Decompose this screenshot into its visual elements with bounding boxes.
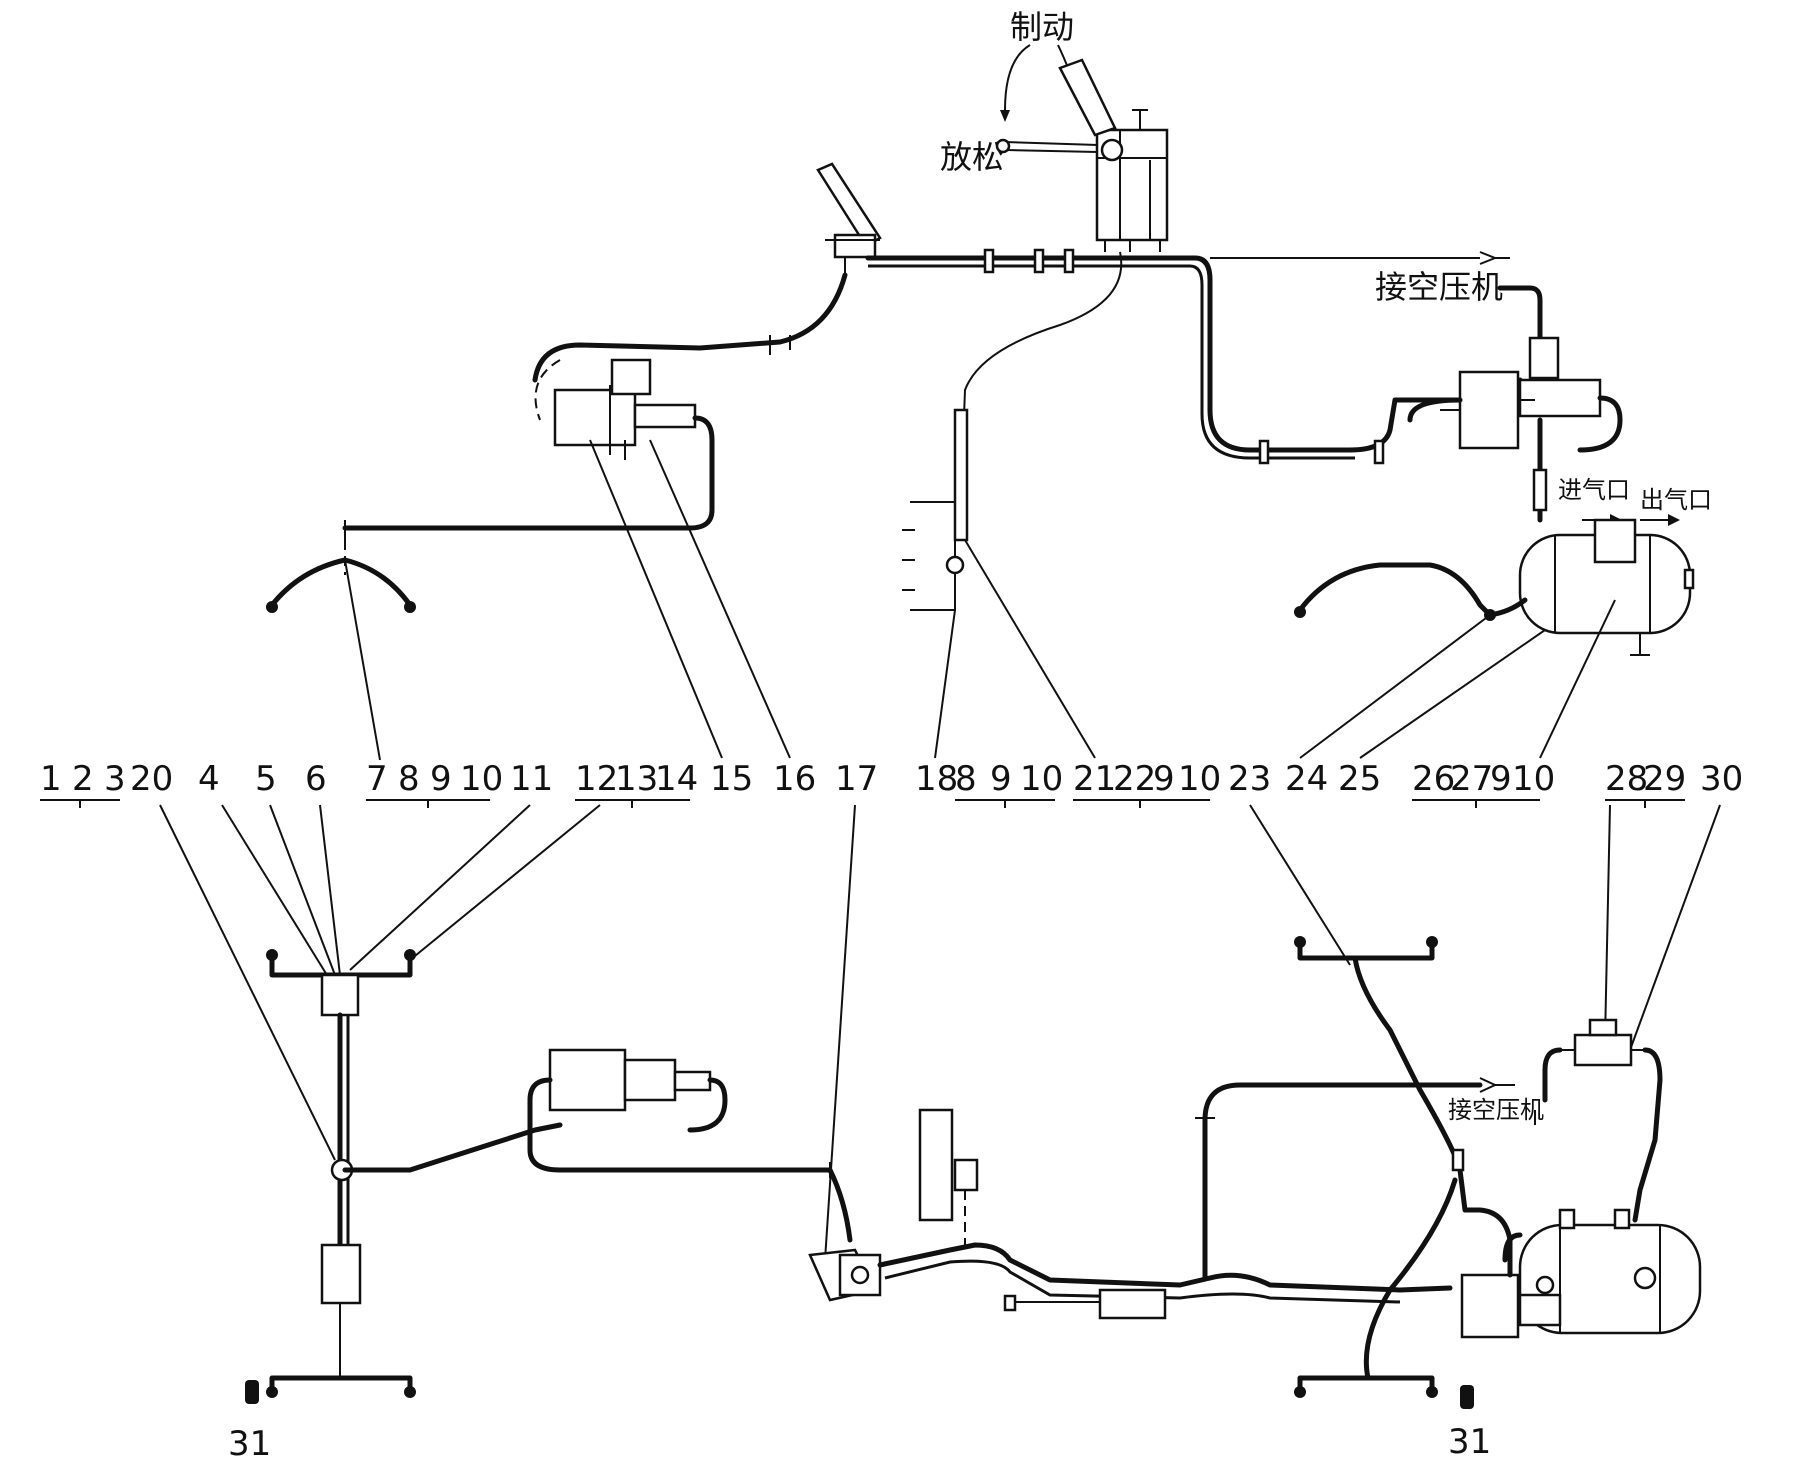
- leader-lines-bottom: [159, 804, 1721, 1261]
- callout-10c: 10: [1178, 759, 1221, 799]
- callout-4: 4: [198, 759, 220, 799]
- front-chamber-top-left: [553, 358, 697, 460]
- hand-brake-valve: [995, 58, 1169, 252]
- callout-7: 7: [366, 759, 388, 799]
- quick-release-valve: [1098, 1288, 1167, 1320]
- callout-brackets: [40, 799, 1685, 808]
- drain-plug-right: [1460, 1385, 1474, 1409]
- callout-30: 30: [1700, 759, 1743, 799]
- callout-25: 25: [1338, 759, 1381, 799]
- callout-9d: 9: [1490, 759, 1512, 799]
- callout-31-left: 31: [228, 1424, 271, 1463]
- callout-18: 18: [915, 759, 958, 799]
- callout-22: 22: [1113, 759, 1156, 799]
- callout-12: 12: [575, 759, 618, 799]
- relay-valve-top-right: [1440, 336, 1602, 450]
- callout-9c: 9: [1153, 759, 1175, 799]
- callout-8: 8: [398, 759, 420, 799]
- callout-29: 29: [1643, 759, 1686, 799]
- four-circuit-protection-valve: [1560, 1018, 1645, 1067]
- callout-3: 3: [104, 759, 126, 799]
- front-chamber-bottom: [548, 1048, 712, 1112]
- to-compressor-bottom-label: 接空压机: [1448, 1096, 1544, 1124]
- rear-axle-valve-left: [320, 1243, 362, 1305]
- callout-10b: 10: [1020, 759, 1063, 799]
- callout-14: 14: [655, 759, 698, 799]
- callout-21: 21: [1073, 759, 1116, 799]
- outlet-label: 出气口: [1640, 486, 1712, 514]
- front-axle-bottom: [269, 957, 413, 978]
- handbrake-cable: [953, 408, 969, 542]
- callout-15: 15: [710, 759, 753, 799]
- to-compressor-top-label: 接空压机: [1375, 268, 1503, 306]
- front-axle-valve: [320, 973, 360, 1017]
- callout-24: 24: [1285, 759, 1328, 799]
- leader-lines-top: [344, 439, 1616, 761]
- callout-20: 20: [130, 759, 173, 799]
- callout-23: 23: [1228, 759, 1271, 799]
- release-label: 放松: [940, 138, 1004, 176]
- callout-28: 28: [1605, 759, 1648, 799]
- brake-arrow: [1004, 44, 1031, 111]
- callout-27: 27: [1450, 759, 1493, 799]
- callout-2: 2: [72, 759, 94, 799]
- callout-6: 6: [305, 759, 327, 799]
- relay-valve-bottom-right: [1460, 1273, 1562, 1339]
- callout-10d: 10: [1512, 759, 1555, 799]
- callout-13: 13: [615, 759, 658, 799]
- handbrake-valve-bottom: [918, 1108, 954, 1222]
- foot-brake-valve-bottom: [808, 1248, 882, 1302]
- callout-11: 11: [510, 759, 553, 799]
- drain-plug-left: [245, 1380, 259, 1404]
- air-tank-bottom: [1518, 1208, 1702, 1335]
- callout-10: 10: [460, 759, 503, 799]
- callout-16: 16: [773, 759, 816, 799]
- callout-number-row: 1 2 3 20 4 5 6 7 8 9 10 11 12 13 14 15 1…: [40, 759, 1743, 799]
- brake-label: 制动: [1010, 8, 1074, 46]
- pipe-clamps-top: [983, 248, 1385, 465]
- air-tank-top: [1518, 518, 1695, 656]
- callout-17: 17: [835, 759, 878, 799]
- callout-9b: 9: [990, 759, 1012, 799]
- callout-8b: 8: [955, 759, 977, 799]
- callout-26: 26: [1412, 759, 1455, 799]
- inlet-label: 进气口: [1558, 476, 1630, 504]
- callout-31-right: 31: [1448, 1422, 1491, 1462]
- callout-9: 9: [430, 759, 452, 799]
- brake-pedal-top: [816, 162, 882, 275]
- callout-5: 5: [255, 759, 277, 799]
- handbrake-junction-panel: [902, 501, 965, 611]
- callout-1: 1: [40, 759, 62, 799]
